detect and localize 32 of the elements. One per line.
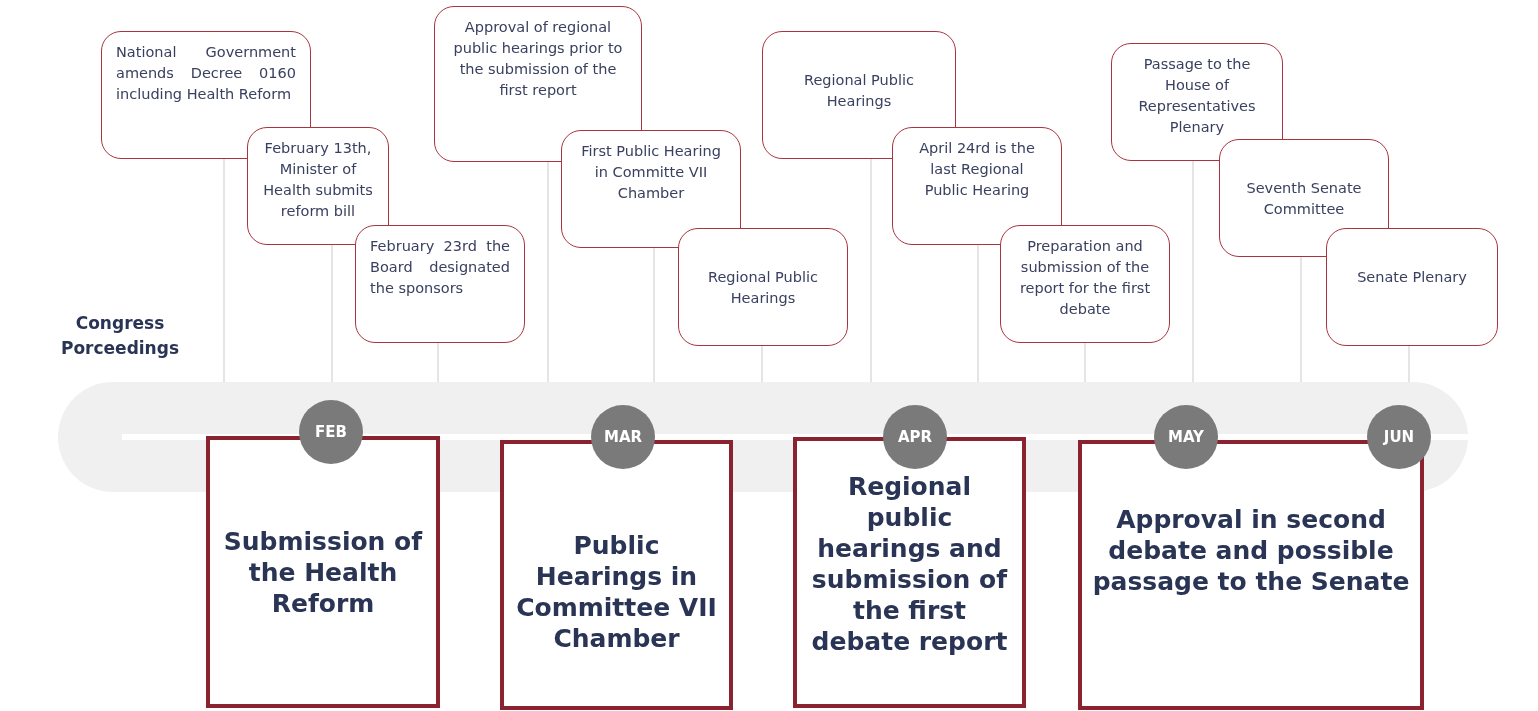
event-text: Regional Public Hearings bbox=[706, 268, 820, 308]
event-text: Regional Public Hearings bbox=[802, 71, 916, 111]
event-text: Preparation and submission of the report for the first debate bbox=[1018, 237, 1152, 319]
event-text: February 23rd the Board designated the sponsors bbox=[370, 237, 510, 298]
callout-box bbox=[1111, 43, 1283, 161]
callout-box bbox=[355, 225, 525, 343]
phase-title: Public Hearings in Committee VII Chamber bbox=[515, 530, 718, 654]
event-text: First Public Hearing in Committe VII Chamber bbox=[580, 142, 722, 203]
phase-box bbox=[206, 436, 440, 708]
month-marker: JUN bbox=[1367, 405, 1431, 469]
callout-box bbox=[678, 228, 848, 346]
phase-title: Submission of the Health Reform bbox=[222, 526, 424, 619]
phase-box bbox=[500, 440, 733, 710]
callout-box bbox=[1000, 225, 1170, 343]
event-text: Senate Plenary bbox=[1356, 268, 1468, 287]
event-text: Seventh Senate Committee bbox=[1245, 179, 1363, 219]
month-marker: MAR bbox=[591, 405, 655, 469]
phase-title: Regional public hearings and submission of the first debate report bbox=[810, 471, 1009, 657]
month-marker: APR bbox=[883, 405, 947, 469]
event-text: February 13th, Minister of Health submits reform bill bbox=[262, 139, 374, 221]
callout-box bbox=[762, 31, 956, 159]
event-text: Approval of regional public hearings prior to the submission of the first report bbox=[452, 18, 624, 100]
month-marker: FEB bbox=[299, 400, 363, 464]
callout-box bbox=[561, 130, 741, 248]
month-marker: MAY bbox=[1154, 405, 1218, 469]
phase-title: Approval in second debate and possible passage to the Senate bbox=[1092, 504, 1410, 597]
event-text: National Government amends Decree 0160 including Health Reform bbox=[116, 43, 296, 104]
event-text: Passage to the House of Representatives Plenary bbox=[1137, 55, 1257, 137]
callout-box bbox=[1219, 139, 1389, 257]
callout-box bbox=[1326, 228, 1498, 346]
row-heading: Congress Porceedings bbox=[59, 312, 180, 360]
event-text: April 24rd is the last Regional Public Hearing bbox=[918, 139, 1036, 200]
